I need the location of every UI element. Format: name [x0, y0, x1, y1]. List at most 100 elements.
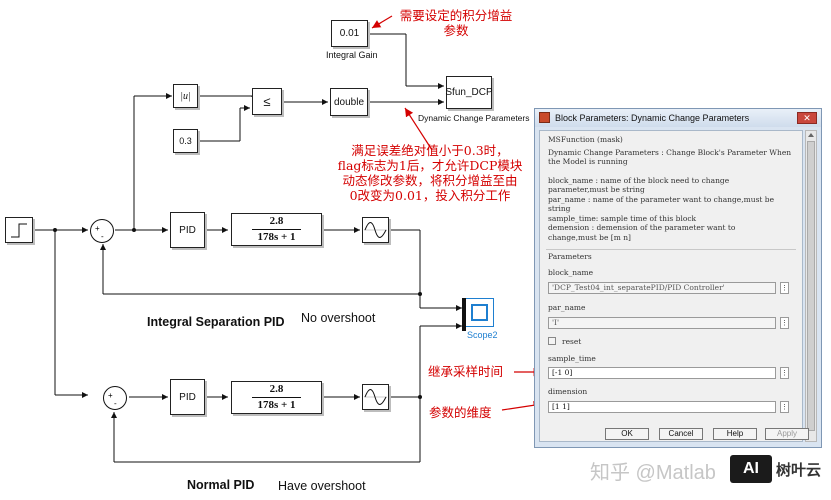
scope-screen-icon [471, 304, 488, 321]
help-line3: par_name : name of the parameter want to… [548, 195, 775, 204]
abs-label: |u| [180, 90, 191, 102]
gain-annotation: 需要设定的积分增益 参数 [390, 8, 522, 38]
sum-sign-plus: + [95, 224, 100, 233]
sample-time-menu-button[interactable]: ⋮ [780, 367, 789, 379]
transfer-fcn-bottom[interactable]: 2.8 178s + 1 [231, 381, 322, 414]
par-name-field[interactable]: 'I' [548, 317, 776, 329]
flag-line2: flag标志为1后，才允许DCP模块 [337, 158, 523, 173]
sum-block-top[interactable]: + - [90, 219, 114, 243]
have-overshoot-label: Have overshoot [278, 479, 366, 493]
ai-logo-icon: AI [730, 455, 772, 483]
help-line2: parameter,must be string [548, 185, 645, 194]
flag-line4: 0改变为0.01，投入积分工作 [349, 188, 511, 203]
ai-logo-text: AI [743, 460, 759, 477]
threshold-constant-block[interactable]: 0.3 [173, 129, 198, 153]
help-line1: block_name : name of the block need to c… [548, 176, 730, 185]
dialog-body: MSFunction (mask) Dynamic Change Paramet… [539, 130, 803, 442]
par-name-menu-button[interactable]: ⋮ [780, 317, 789, 329]
sfun-label: Sfun_DCP [445, 87, 493, 98]
footer-logo: AI 树叶云 [728, 453, 826, 485]
parameters-divider [546, 249, 796, 250]
saturation-block-bottom[interactable] [362, 384, 389, 410]
sample-time-annotation: 继承采样时间 [428, 364, 504, 379]
transfer-fcn-top[interactable]: 2.8 178s + 1 [231, 213, 322, 246]
dimension-field[interactable]: [1 1] [548, 401, 776, 413]
compare-block[interactable]: ≤ [252, 88, 282, 115]
abs-block[interactable]: |u| [173, 84, 198, 108]
compare-label: ≤ [263, 94, 271, 109]
tf-bottom-denominator: 178s + 1 [257, 399, 296, 411]
no-overshoot-label: No overshoot [301, 311, 376, 325]
tf-top-numerator: 2.8 [251, 215, 302, 230]
integral-gain-label: Integral Gain [326, 50, 378, 60]
sum-block-bottom[interactable]: + - [103, 386, 127, 410]
pid-block-bottom[interactable]: PID [170, 379, 205, 415]
sum-sign-minus: - [114, 399, 117, 408]
scope2-label: Scope2 [467, 330, 498, 340]
tf-bottom-numerator: 2.8 [251, 383, 302, 398]
apply-button[interactable]: Apply [765, 428, 809, 440]
scope-input-bar [462, 298, 466, 331]
dimension-label: dimension [548, 387, 588, 396]
flag-line3: 动态修改参数，将积分增益至由 [342, 173, 518, 188]
help-line6: demension : demension of the parameter w… [548, 223, 736, 232]
saturation-block-top[interactable] [362, 217, 389, 243]
integral-gain-block[interactable]: 0.01 [331, 20, 368, 47]
block-name-field[interactable]: 'DCP_Test04_int_separatePID/PID Controll… [548, 282, 776, 294]
flag-annotation: 满足误差绝对值小于0.3时， flag标志为1后，才允许DCP模块 动态修改参数… [326, 143, 534, 203]
cancel-button[interactable]: Cancel [659, 428, 703, 440]
mask-group-label: MSFunction (mask) [548, 135, 623, 144]
sample-time-field[interactable]: [-1 0] [548, 367, 776, 379]
help-line4: string [548, 204, 571, 213]
zhihu-watermark: 知乎 @Matlab [590, 462, 716, 484]
scope2-block[interactable] [465, 298, 494, 327]
pid-label-bottom: PID [179, 391, 196, 403]
threshold-value: 0.3 [179, 136, 192, 146]
double-label: double [333, 96, 365, 108]
par-name-label: par_name [548, 303, 586, 312]
step-icon [11, 223, 27, 238]
scroll-thumb[interactable] [807, 141, 815, 431]
pid-label-top: PID [179, 224, 196, 236]
sample-time-label: sample_time [548, 354, 596, 363]
sum-sign-minus: - [101, 232, 104, 241]
help-button[interactable]: Help [713, 428, 757, 440]
dimension-menu-button[interactable]: ⋮ [780, 401, 789, 413]
block-name-label: block_name [548, 268, 594, 277]
simulink-icon [539, 112, 550, 123]
description-line1: Dynamic Change Parameters : Change Block… [548, 148, 792, 157]
flag-line1: 满足误差绝对值小于0.3时， [351, 143, 509, 158]
integral-gain-value: 0.01 [339, 28, 360, 39]
gain-note-line1: 需要设定的积分增益 [399, 8, 513, 23]
double-convert-block[interactable]: double [330, 88, 368, 116]
description-line2: the Model is running [548, 157, 628, 166]
normal-pid-title: Normal PID [187, 478, 255, 492]
block-parameters-dialog: Block Parameters: Dynamic Change Paramet… [534, 108, 822, 448]
sine-wave-icon [364, 389, 387, 405]
dialog-scrollbar[interactable] [805, 130, 817, 442]
dimension-annotation: 参数的维度 [429, 405, 492, 420]
tf-top-denominator: 178s + 1 [257, 231, 296, 243]
help-line7: change,must be [m n] [548, 233, 631, 242]
block-name-menu-button[interactable]: ⋮ [780, 282, 789, 294]
gain-note-line2: 参数 [443, 23, 469, 38]
dialog-titlebar[interactable]: Block Parameters: Dynamic Change Paramet… [535, 109, 821, 127]
close-button[interactable]: ✕ [797, 112, 817, 124]
ok-button[interactable]: OK [605, 428, 649, 440]
sfun-caption: Dynamic Change Parameters [418, 113, 530, 123]
reset-label: reset [562, 337, 582, 346]
sum-sign-plus: + [108, 391, 113, 400]
reset-checkbox[interactable] [548, 337, 556, 345]
brand-text: 树叶云 [776, 462, 822, 479]
scroll-up-icon [808, 133, 814, 137]
dialog-title: Block Parameters: Dynamic Change Paramet… [555, 113, 750, 123]
pid-block-top[interactable]: PID [170, 212, 205, 248]
sfun-dcp-block[interactable]: Sfun_DCP [445, 76, 493, 109]
step-block[interactable] [5, 217, 33, 243]
help-line5: sample_time: sample time of this block [548, 214, 697, 223]
parameters-header: Parameters [548, 252, 592, 261]
sine-wave-icon [364, 222, 387, 238]
integral-separation-title: Integral Separation PID [147, 315, 285, 329]
